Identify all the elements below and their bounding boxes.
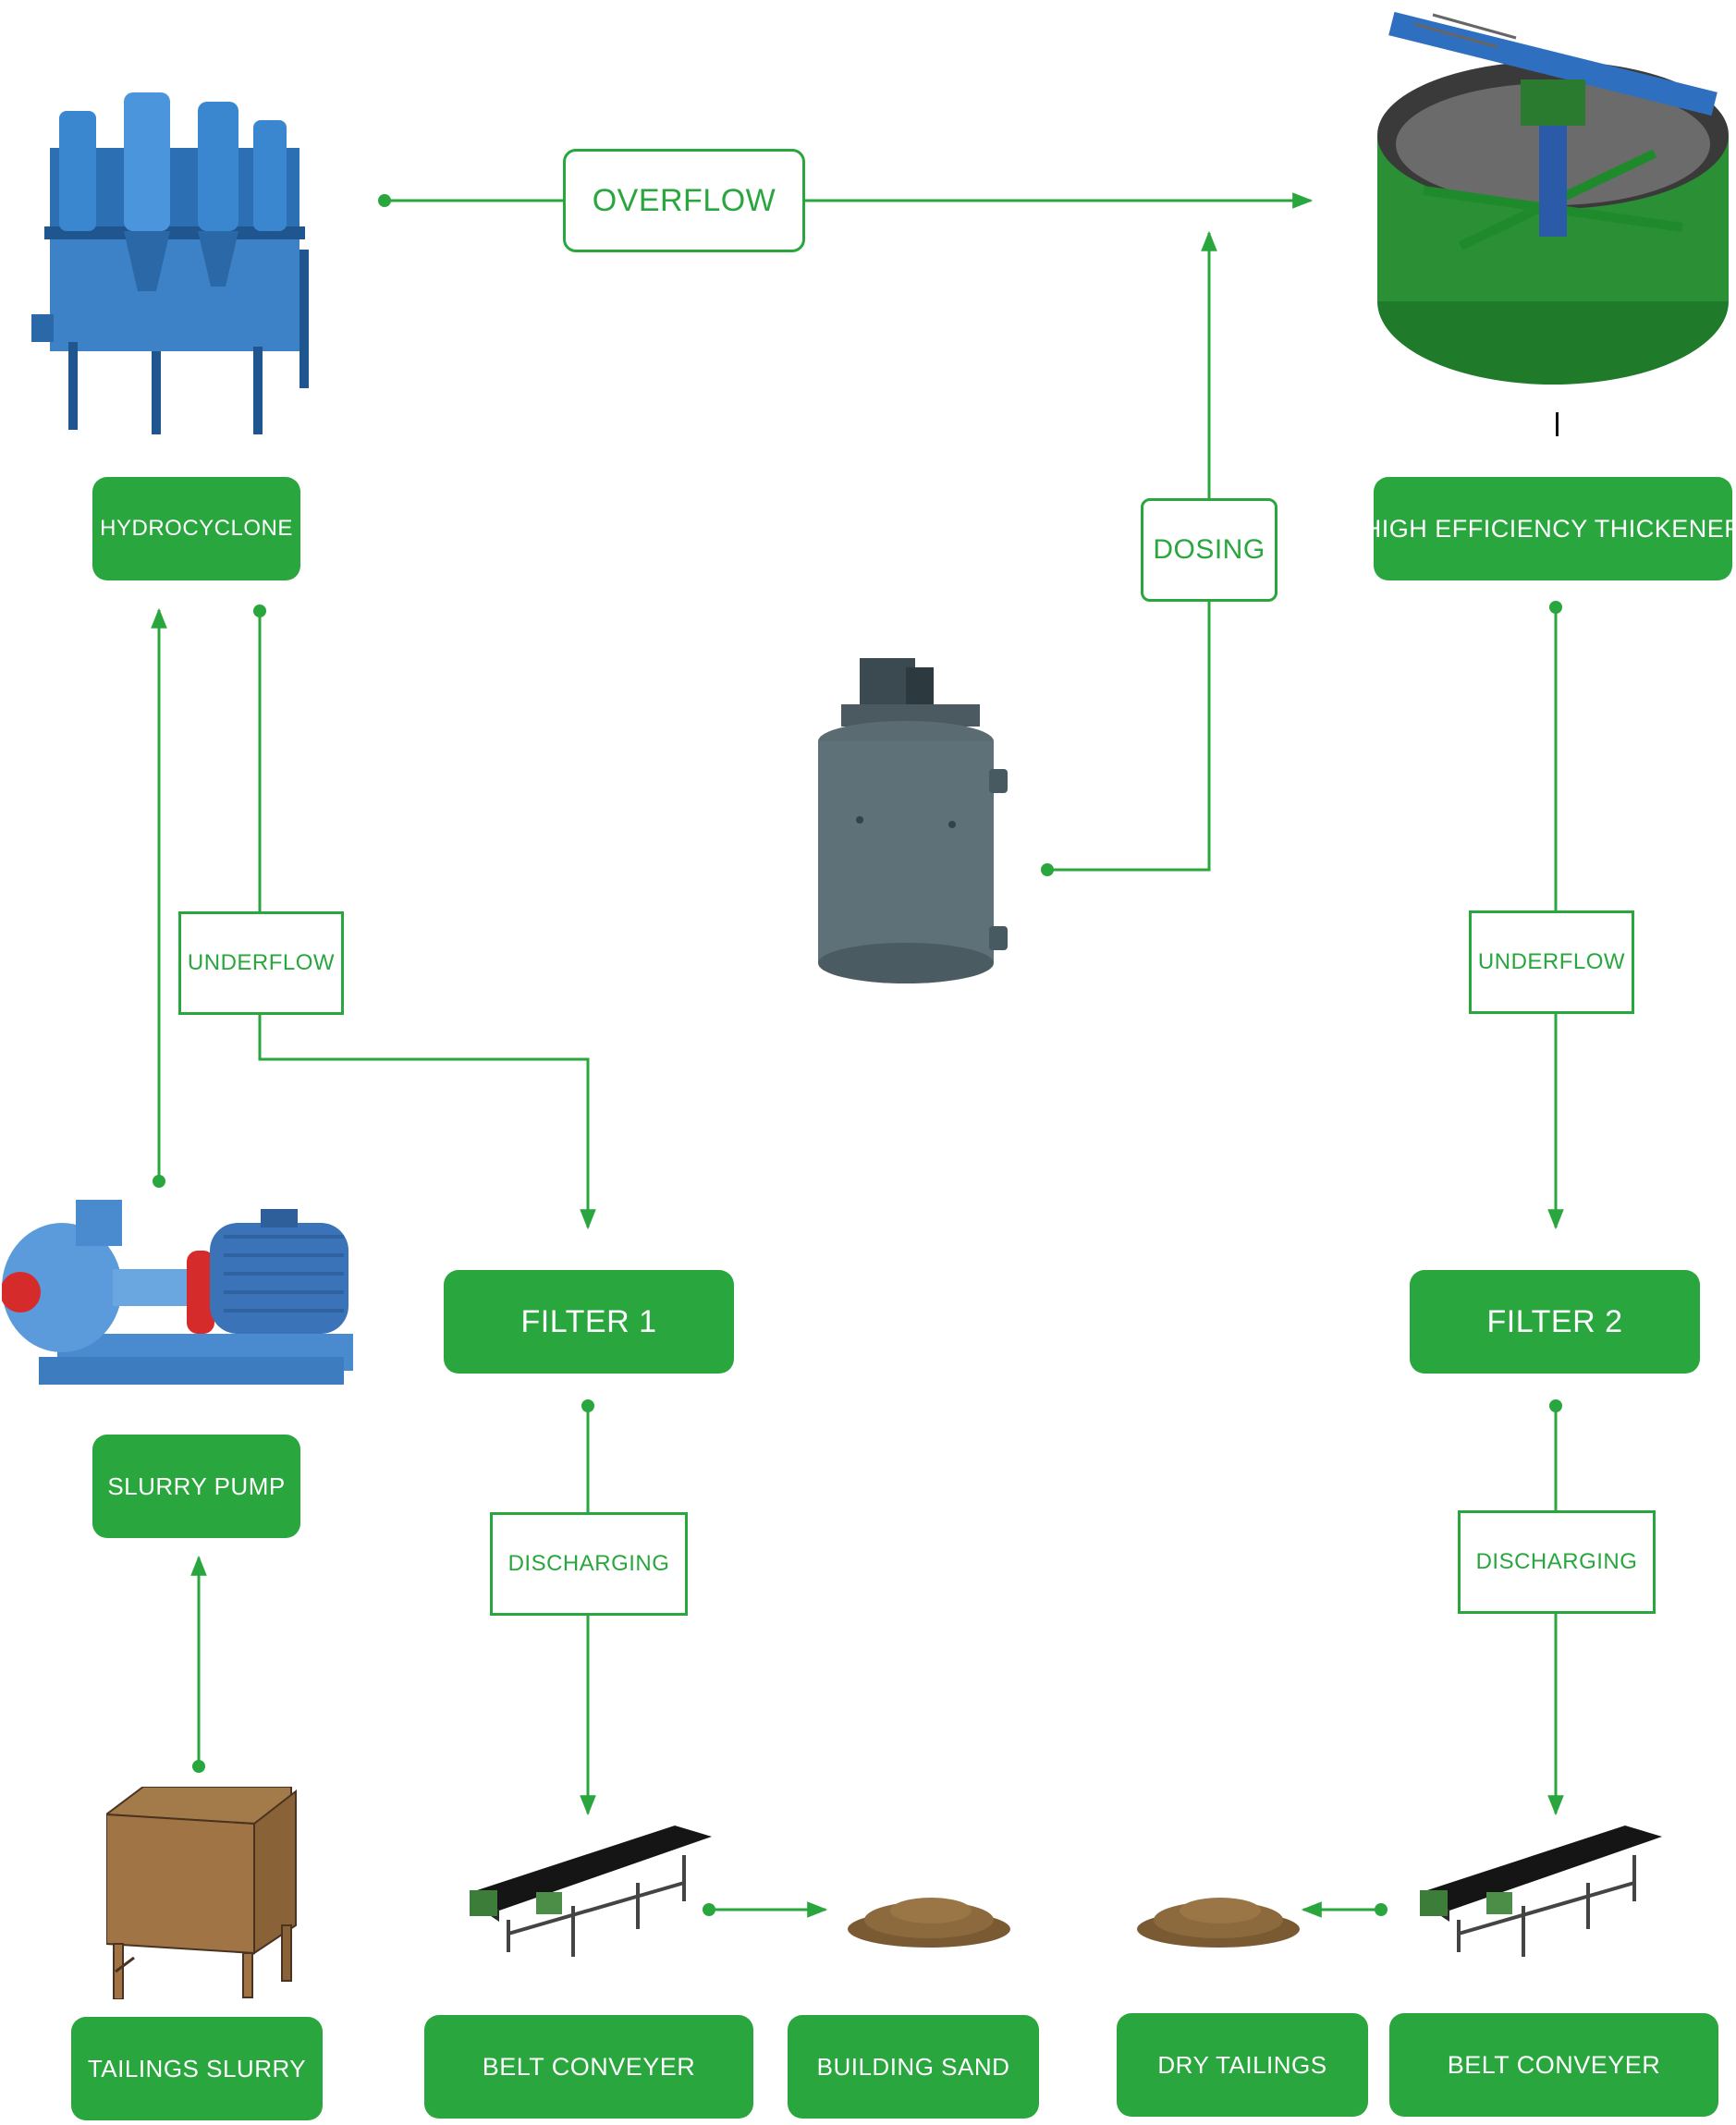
hydrocyclone-image <box>31 92 309 434</box>
belt-conveyer-image-2 <box>1420 1826 1662 1957</box>
belt-conveyer-image <box>470 1826 712 1957</box>
thickener-image <box>1377 11 1729 436</box>
underflow-right-label: UNDERFLOW <box>1469 910 1634 1014</box>
underflow-left-label: UNDERFLOW <box>178 911 344 1015</box>
filter-1-node: FILTER 1 <box>444 1270 734 1374</box>
thickener-node: HIGH EFFICIENCY THICKENER <box>1363 477 1736 580</box>
tailings-tank-image <box>106 1787 297 1999</box>
slurry-pump-image <box>2 1200 353 1385</box>
belt-conveyer-node-2: BELT CONVEYER <box>1389 2013 1718 2117</box>
dosing-tank-image <box>818 658 1008 983</box>
dosing-arrow <box>1047 230 1217 872</box>
belt-conveyer-node: BELT CONVEYER <box>424 2015 753 2119</box>
hydrocyclone-node: HYDROCYCLONE <box>92 477 300 580</box>
building-sand-node: BUILDING SAND <box>788 2015 1039 2119</box>
overflow-label: OVERFLOW <box>563 149 805 252</box>
tailings-pile-image <box>1137 1898 1300 1948</box>
tailings-slurry-node: TAILINGS SLURRY <box>71 2017 323 2120</box>
discharging-right-label: DISCHARGING <box>1458 1510 1656 1614</box>
sand-pile-image <box>848 1898 1010 1948</box>
discharging-left-label: DISCHARGING <box>490 1512 688 1616</box>
dosing-label: DOSING <box>1141 498 1278 602</box>
slurry-pump-node: SLURRY PUMP <box>92 1435 300 1538</box>
filter-2-node: FILTER 2 <box>1410 1270 1700 1374</box>
underflow-left-arrow <box>258 611 596 1230</box>
dry-tailings-node: DRY TAILINGS <box>1117 2013 1368 2117</box>
